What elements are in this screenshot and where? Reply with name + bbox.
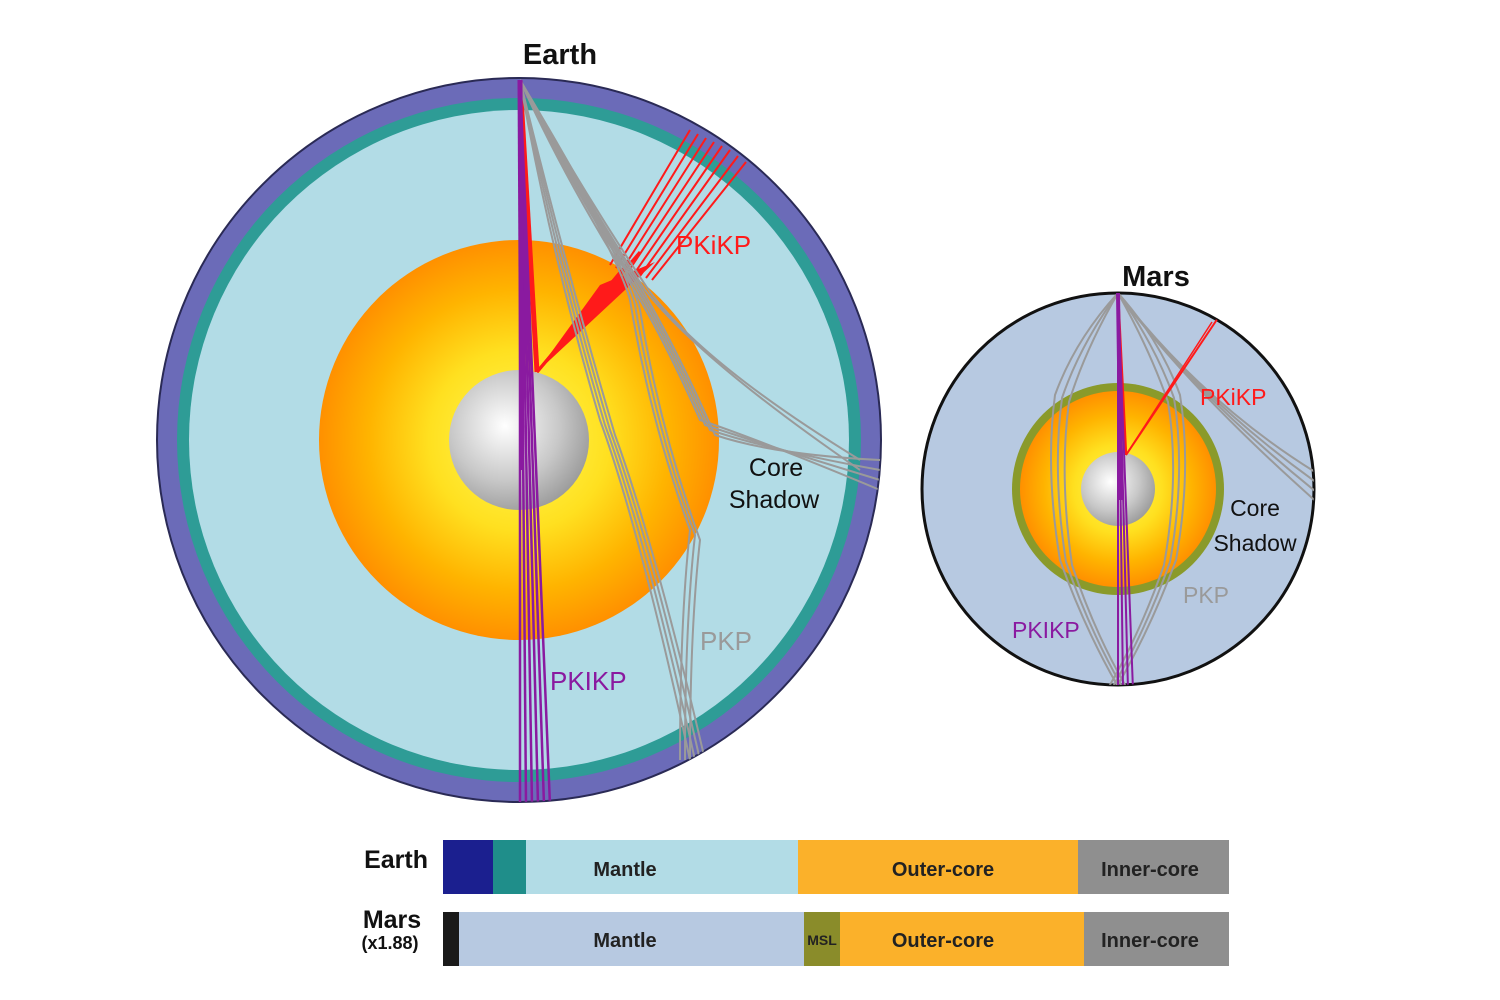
earth-bar-outer-core-label: Outer-core [892, 859, 994, 881]
earth-bar-crust [443, 840, 493, 894]
earth-bar-inner-core-label: Inner-core [1101, 859, 1199, 881]
earth-bar-mantle [526, 840, 798, 894]
mars-bar-inner-core-label: Inner-core [1101, 930, 1199, 952]
mars-title: Mars [1122, 261, 1190, 293]
mars-pkikp-purple-label: PKIKP [1012, 617, 1080, 643]
earth-bar-label: Earth [364, 846, 428, 874]
earth-bar-transition [493, 840, 526, 894]
mars-layer-bar: Mars (x1.88) Mantle MSL Outer-core Inner… [361, 906, 1229, 966]
mars-bar-outer-core [840, 912, 1084, 966]
earth-bar-inner-core [1078, 840, 1229, 894]
mars-core-shadow-label-line1: Core [1230, 495, 1280, 521]
earth-core-shadow-label-line2: Shadow [729, 486, 820, 514]
mars-pkikp-purple-rays [1116, 293, 1134, 685]
earth-pkp-gray-rays [519, 79, 881, 761]
mars-pkp-gray-rays [1050, 293, 1314, 685]
mars-bar-crust [443, 912, 459, 966]
earth-pkikp-purple-rays [517, 79, 552, 802]
earth-bar-outer-core [798, 840, 1078, 894]
mars-bar-label: Mars [363, 906, 421, 934]
mars-pkp-label: PKP [1183, 582, 1229, 608]
mars-bar-inner-core [1084, 912, 1229, 966]
earth-layer-bar: Earth Mantle Outer-core Inner-core [364, 840, 1229, 894]
earth-bar-mantle-label: Mantle [593, 859, 656, 881]
mars-bar-outer-core-label: Outer-core [892, 930, 994, 952]
mars-cross-section: Mars PKiKP Core Shadow PKP PKIKP [920, 261, 1316, 687]
earth-pkikp-purple-label: PKIKP [550, 666, 627, 696]
mars-bar-mantle-label: Mantle [593, 930, 656, 952]
earth-pkp-label: PKP [700, 626, 752, 656]
mars-bar-mantle [459, 912, 804, 966]
earth-core-shadow-label-line1: Core [749, 454, 803, 482]
mars-core-shadow-label-line2: Shadow [1213, 530, 1297, 556]
mars-bar-scale-label: (x1.88) [361, 933, 418, 953]
mars-bar-msl [804, 912, 840, 966]
earth-title: Earth [523, 39, 597, 71]
earth-cross-section: Earth PKiKP Core Shadow PKP PKIKP [156, 39, 882, 803]
mars-pkikp-red-label: PKiKP [1200, 384, 1266, 410]
mars-bar-msl-label: MSL [807, 932, 837, 948]
earth-pkikp-red-label: PKiKP [676, 230, 751, 260]
